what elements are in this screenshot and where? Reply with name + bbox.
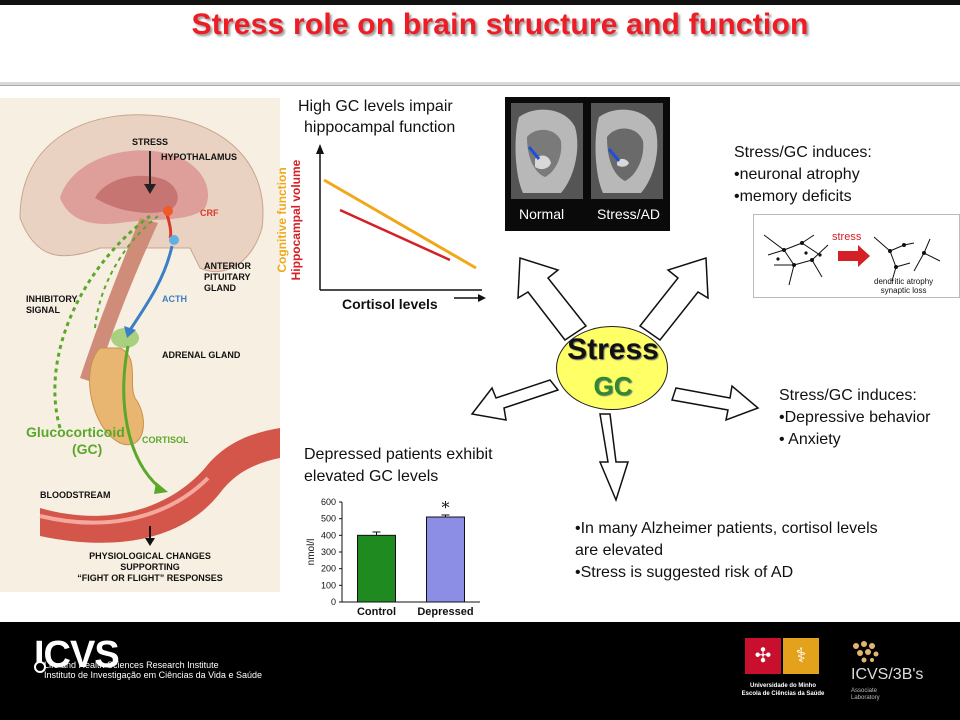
label-inhibitory-signal: INHIBITORY SIGNAL [26,294,78,315]
hippocampal-yaxis-label: Cognitive function Hippocampal volume [275,159,303,281]
label-bloodstream: BLOODSTREAM [40,490,111,500]
label-adrenal-gland: ADRENAL GLAND [162,350,241,360]
label-crf: CRF [200,208,219,218]
uminho-name: Universidade do Minho Escola de Ciências… [741,683,825,697]
footer-bar: ICVS Life and Health Sciences Research I… [0,622,960,720]
hpa-axis-illustration: STRESS HYPOTHALAMUS CRF ANTERIOR PITUITA… [0,98,280,592]
hippocampal-heading: High GC levels impair hippocampal functi… [298,98,456,136]
y-tick-label: 300 [321,547,336,557]
hippocampal-line [339,208,451,262]
y-tick-label: 600 [321,497,336,507]
label-gc: (GC) [72,441,103,457]
label-glucocorticoid: Glucocorticoid [26,424,125,440]
cognitive-line [323,178,477,270]
top-bar [0,0,960,5]
label-stress: STRESS [132,137,169,147]
stress-gc-center: Stress GC [556,326,668,410]
mri-label-stress: Stress/AD [597,206,661,222]
atrophy-text: Stress/GC induces: •neuronal atrophy •me… [734,144,872,205]
institute-name: Life and Health Sciences Research Instit… [44,660,262,680]
significance-marker: * [442,498,450,517]
bar-depressed [426,516,465,603]
icvs3bs-logo: ICVS/3B's [851,666,924,683]
label-cortisol: CORTISOL [142,435,189,445]
center-stress-label: Stress [567,333,659,366]
y-tick-label: 500 [321,514,336,524]
label-acth: ACTH [162,294,187,304]
depressed-heading: Depressed patients exhibit elevated GC l… [304,446,493,485]
label-physiological-changes: PHYSIOLOGICAL CHANGES SUPPORTING “FIGHT … [77,551,223,583]
y-axis-label: nmol/l [306,539,317,566]
icvs-logo-mark [34,661,46,673]
slide-title: Stress role on brain structure and funct… [191,8,809,41]
atrophy-stress-label: stress [832,231,862,243]
y-tick-label: 400 [321,530,336,540]
title-divider [0,82,960,85]
y-tick-label: 100 [321,580,336,590]
alzheimer-text: •In many Alzheimer patients, cortisol le… [575,520,878,581]
icvs3bs-dots-icon [851,640,883,664]
label-hypothalamus: HYPOTHALAMUS [161,152,237,162]
mri-label-normal: Normal [519,206,565,222]
hippocampal-xaxis-label: Cortisol levels [342,296,438,312]
icvs-logo: ICVS [34,634,120,676]
label-anterior-pituitary-gland: ANTERIOR PITUITARY GLAND [204,261,251,293]
bar-control [357,534,396,603]
icvs3bs-sub: Associate Laboratory [851,688,880,701]
dendritic-atrophy-diagram: stress dendritic atrophy synaptic loss [753,214,960,298]
x-category-label: Depressed [417,606,473,618]
y-tick-label: 0 [331,597,336,607]
depressive-text: Stress/GC induces: •Depressive behavior … [779,387,931,448]
mri-panel: Normal Stress/AD [505,97,670,231]
uminho-logo-gold: ⚕ [783,638,819,674]
x-category-label: Control [357,606,396,618]
atrophy-caption: dendritic atrophy synaptic loss [874,277,934,295]
title-divider-line [0,85,960,86]
y-tick-label: 200 [321,564,336,574]
stress-arrows [440,240,770,510]
hippocampal-graph: Cognitive function Hippocampal volume Co… [275,140,502,315]
uminho-logo-red: ✣ [745,638,781,674]
center-gc-label: GC [593,371,633,401]
